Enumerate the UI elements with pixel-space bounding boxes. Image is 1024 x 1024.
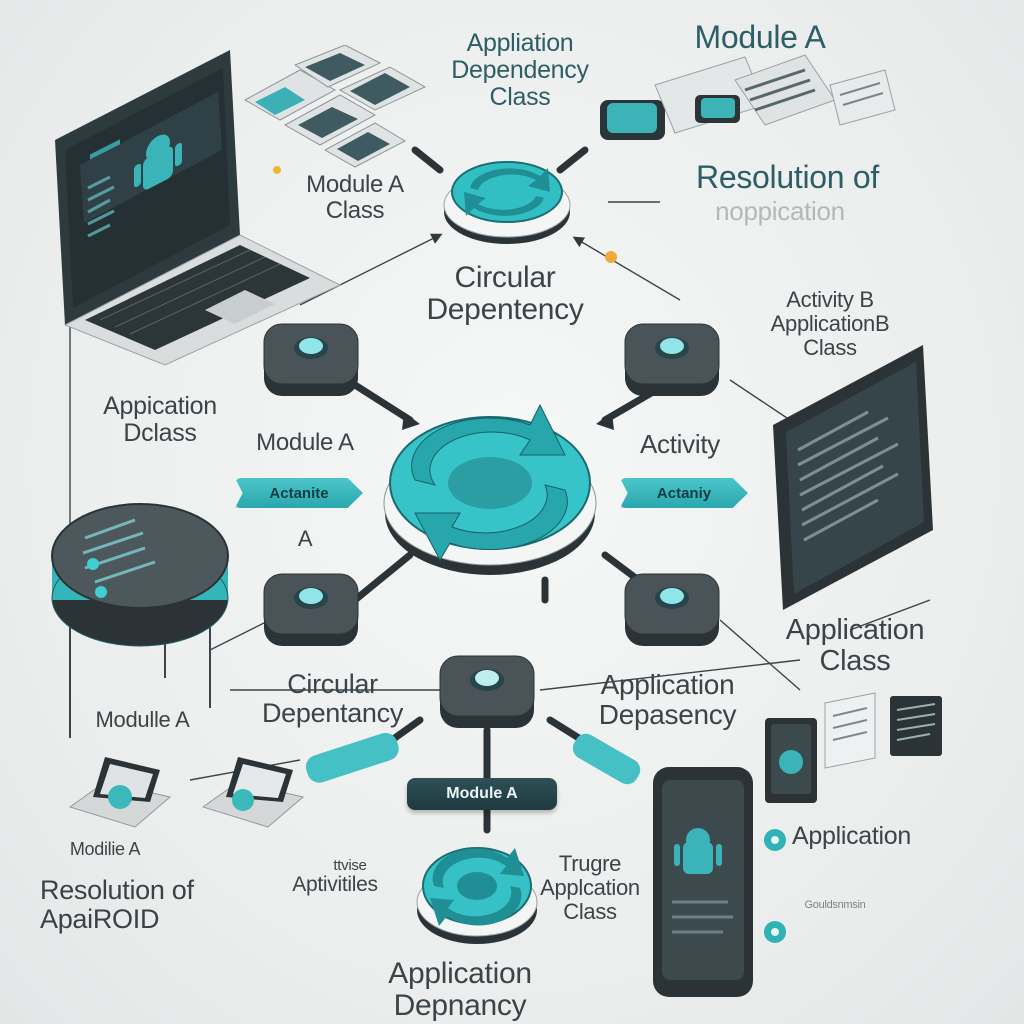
connector-line (539, 659, 801, 691)
label-application-depasency: Application Depasency (598, 669, 737, 731)
device-small-1 (68, 757, 172, 828)
label-application-depnancy: Application Depnancy (388, 957, 532, 1023)
connector-line (849, 599, 931, 631)
orange-dot-icon (605, 251, 617, 263)
label-a: A (297, 526, 313, 551)
label-circular-dependency-top: Circular Depentency (426, 261, 584, 327)
connector-line (729, 379, 791, 421)
label-module-a-bottom-left: Modilie A (69, 839, 141, 859)
laptop-illustration (55, 50, 342, 366)
node-lower-center (439, 655, 535, 728)
label-module-a-class: Module A Class (306, 171, 404, 224)
dot-icon (764, 921, 786, 943)
label-resolution-of: Resolution of (696, 159, 879, 195)
card-grid-illustration (243, 45, 427, 168)
label-activities-top: ttvise (333, 857, 367, 874)
module-tiles-illustration (600, 54, 896, 140)
label-circular-dependency-bottom: Circular Depentancy (261, 669, 404, 729)
database-illustration (51, 503, 229, 738)
small-cards-illustration (765, 692, 942, 803)
phone-illustration (653, 767, 753, 997)
node-top-right (624, 323, 720, 396)
connector-line (299, 233, 443, 306)
orange-dot-icon (273, 166, 281, 174)
label-activities: Aptivitiles (292, 873, 378, 896)
label-application-class-right: Application Class (785, 614, 925, 678)
label-resolution-bottom: Resolution of ApaiROID (40, 875, 194, 935)
label-small-caption: Gouldsnmsin (804, 899, 866, 911)
pill-module-a: Module A (407, 778, 557, 810)
label-application-dependency-class: Appliation Dependency Class (451, 29, 589, 111)
label-module-a-left: Module A (256, 429, 354, 456)
label-trugre: Trugre Applcation Class (540, 851, 640, 924)
dot-icon (764, 829, 786, 851)
device-small-2 (201, 757, 305, 828)
pill-actaniy: Actaniy (620, 478, 748, 508)
connector-line (572, 236, 681, 301)
capsule-right (572, 733, 641, 785)
tablet-illustration (773, 345, 933, 610)
node-top-left (263, 323, 359, 396)
label-activity-right: Activity (640, 429, 720, 459)
capsule-left (305, 732, 399, 783)
node-bottom-left (263, 573, 359, 646)
connector-line (719, 619, 801, 691)
label-module-a-top: Module A (694, 19, 826, 55)
label-activity-b: Activity B ApplicationB Class (770, 287, 890, 360)
label-application-class-left: Appication Dclass (103, 392, 217, 447)
cycle-icon-central (383, 403, 597, 575)
cycle-icon-top (443, 161, 571, 244)
node-bottom-right (624, 573, 720, 646)
label-module-a-lower-left: Modulle A (95, 707, 190, 732)
label-resolution-sub: noppication (715, 196, 845, 226)
pill-actanite: Actanite (235, 478, 363, 508)
cycle-icon-bottom (416, 847, 538, 944)
label-application-right: Application (792, 822, 912, 850)
